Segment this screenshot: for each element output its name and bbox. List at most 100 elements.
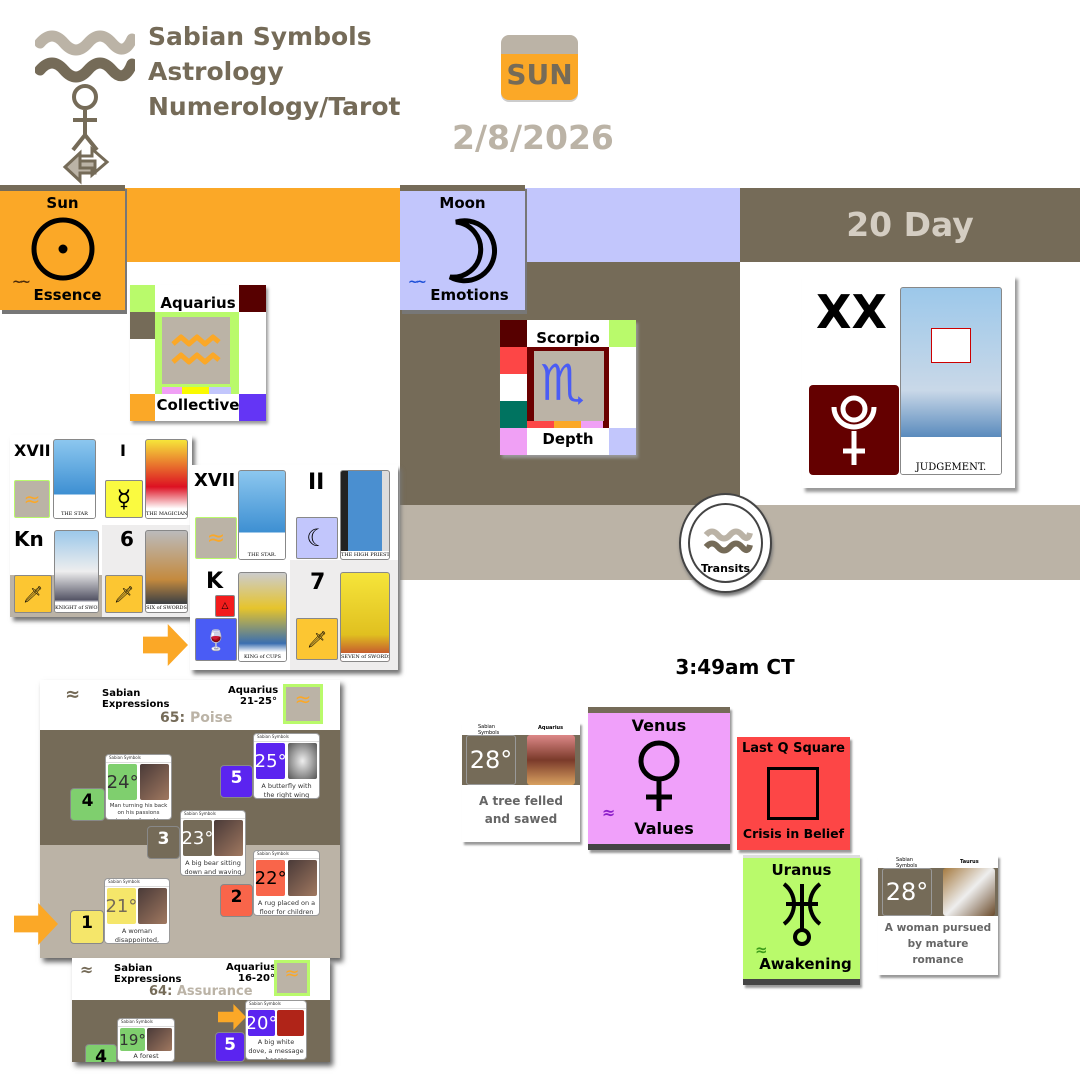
sabian-text: A woman disappointed, disillusioned [114, 927, 160, 944]
card-brand: Sabian Symbols [246, 1001, 306, 1009]
panel-title: Sabian Expressions [102, 688, 170, 710]
day-band [740, 188, 1080, 262]
degree: 25° [255, 743, 287, 779]
number-box: 3 [147, 826, 180, 859]
panel-theme-line: 65: Poise [160, 710, 232, 726]
degree: 19° [119, 1028, 146, 1051]
sun-card[interactable]: Sun ~~ Essence [0, 185, 125, 310]
tarot-numeral: XVII [14, 441, 51, 460]
moon-keyword: Emotions [430, 286, 509, 304]
card-brand: Sabian Symbols [478, 724, 500, 736]
swords-box: 🗡 [296, 618, 338, 660]
title-line-1: Sabian Symbols [148, 22, 372, 51]
sabian-text: A woman pursued by mature romance [884, 922, 992, 966]
wave-icon: ≈ [602, 803, 616, 822]
sabian-text: Man turning his back on his passions tea… [109, 803, 168, 819]
tarot-card: SEVEN of SWORDS [340, 572, 390, 662]
panel-theme-line: 64: Assurance [149, 984, 253, 999]
pluto-glyph-icon [831, 395, 877, 465]
logo-figure-icon [55, 82, 115, 187]
sabian-panel-2[interactable]: ≈ Sabian Expressions Aquarius 16-20° ≈ 6… [72, 958, 330, 1062]
degree: 23° [181, 820, 213, 856]
tarot-card: THE STAR. [238, 470, 286, 560]
panel-range: 21-25° [240, 696, 277, 707]
panel-sign: Aquarius [226, 962, 277, 973]
moon-box: ☾ [296, 517, 338, 559]
swords-box: 🗡 [14, 575, 52, 613]
sun-sign-keyword: Collective [156, 396, 240, 414]
logo-waves [34, 25, 138, 85]
sabian-panel-1[interactable]: ≈ Sabian Expressions Aquarius 21-25° ≈ 6… [40, 680, 340, 958]
number-box: 1 [70, 910, 104, 944]
sabian-image [527, 735, 575, 785]
sun-glyph-icon [31, 217, 94, 281]
judgement-card: JUDGEMENT. [900, 287, 1002, 475]
logo-waves: ≈ [65, 684, 80, 705]
day-numeral: XX [816, 285, 887, 339]
transits-wheel[interactable]: Transits [679, 493, 772, 593]
panel-theme: Assurance [176, 984, 253, 999]
sun-sign-box[interactable]: Aquarius Collective [130, 285, 266, 421]
card-brand: Sabian Symbols [254, 734, 319, 742]
arrow-icon [143, 624, 188, 666]
uranus-sabian-card[interactable]: Sabian Symbols Taurus 28° A woman pursue… [878, 855, 998, 975]
tarot-numeral: I [120, 441, 126, 460]
wave-icon: ≈ [755, 941, 767, 959]
moon-sign-keyword: Depth [542, 430, 594, 448]
logo-waves [703, 528, 753, 554]
venus-name: Venus [631, 716, 687, 735]
degree: 21° [105, 888, 137, 924]
aquarius-box: ≈ [14, 480, 50, 518]
mini-sign-box: ≈ [283, 684, 323, 724]
tarot-card: KING of CUPS [238, 572, 287, 662]
degree: 24° [107, 764, 139, 800]
uranus-name: Uranus [771, 861, 832, 879]
tarot-card-name: KING of CUPS [239, 653, 286, 661]
wave-icon: ~~ [12, 275, 31, 290]
sun-sign-name: Aquarius [160, 294, 236, 312]
fire-element-box: △ [215, 595, 235, 617]
card-sign: Taurus [960, 859, 979, 865]
swords-box: 🗡 [105, 575, 143, 613]
tarot-card: THE MAGICIAN [145, 439, 188, 519]
number-box: 4 [70, 788, 105, 821]
mini-sign-box: ≈ [274, 960, 310, 996]
aspect-keyword: Crisis in Belief [742, 826, 845, 841]
tarot-card-name: THE MAGICIAN [146, 510, 188, 518]
moon-glyph-icon [448, 218, 497, 284]
transit-time: 3:49am CT [675, 655, 795, 679]
moon-sign-box[interactable]: ♏ Scorpio Depth [500, 320, 636, 455]
mercury-box: ☿ [105, 480, 143, 518]
panel-number: 64: [149, 984, 173, 999]
tarot-numeral: 6 [120, 527, 134, 551]
tarot-grid-2: XVII ≈ THE STAR. II ☾ THE HIGH PRIESTESS… [190, 465, 398, 670]
moon-card[interactable]: Moon ~~ Emotions [400, 185, 525, 310]
sun-name: Sun [46, 194, 79, 212]
venus-glyph-icon [638, 740, 680, 811]
tarot-card: THE STAR [53, 439, 96, 519]
card-brand: Sabian Symbols [896, 857, 918, 869]
scorpio-glyph-icon: ♏ [540, 354, 585, 412]
aquarius-box: ≈ [195, 517, 237, 559]
tarot-numeral: 7 [310, 570, 326, 595]
venus-sabian-card[interactable]: Sabian Symbols Aquarius 28° A tree felle… [462, 722, 580, 842]
moon-name: Moon [439, 194, 486, 212]
panel-title: Sabian Expressions [114, 963, 182, 985]
number-box: 5 [215, 1032, 245, 1062]
aspect-card[interactable]: Last Q Square Crisis in Belief [737, 737, 850, 850]
venus-card[interactable]: Venus ≈ Values [588, 707, 730, 850]
uranus-card[interactable]: Uranus ≈ Awakening [743, 855, 860, 985]
day-tarot-panel[interactable]: XX JUDGEMENT. [802, 275, 1015, 488]
aspect-name: Last Q Square [741, 741, 846, 756]
card-brand: Sabian Symbols [181, 811, 245, 819]
moon-sign-name: Scorpio [536, 329, 600, 347]
calendar-icon: SUN [501, 30, 578, 100]
sabian-text: A butterfly with the right wing more per… [261, 782, 312, 799]
